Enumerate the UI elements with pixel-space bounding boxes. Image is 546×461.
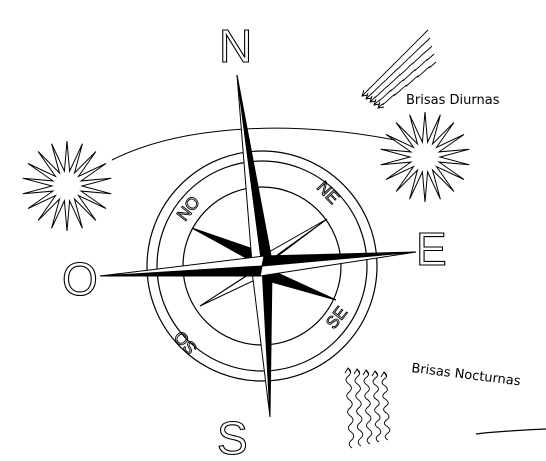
sun-left-icon [23,141,112,231]
label-east: E [416,223,447,275]
sun-path-arc [112,128,395,160]
night-breeze-label: Brisas Nocturnas [411,361,522,389]
label-northwest: NO [173,193,204,225]
label-south: S [217,412,248,461]
day-breeze-label: Brisas Diurnas [406,93,500,108]
label-west: O [62,253,98,305]
sun-right-icon [381,112,470,202]
compass-rose [100,75,416,417]
bottom-right-line [476,429,546,434]
label-northeast: NE [313,178,343,208]
night-breeze-icon [345,368,390,448]
label-southwest: SO [170,327,201,358]
label-north: N [219,20,252,72]
